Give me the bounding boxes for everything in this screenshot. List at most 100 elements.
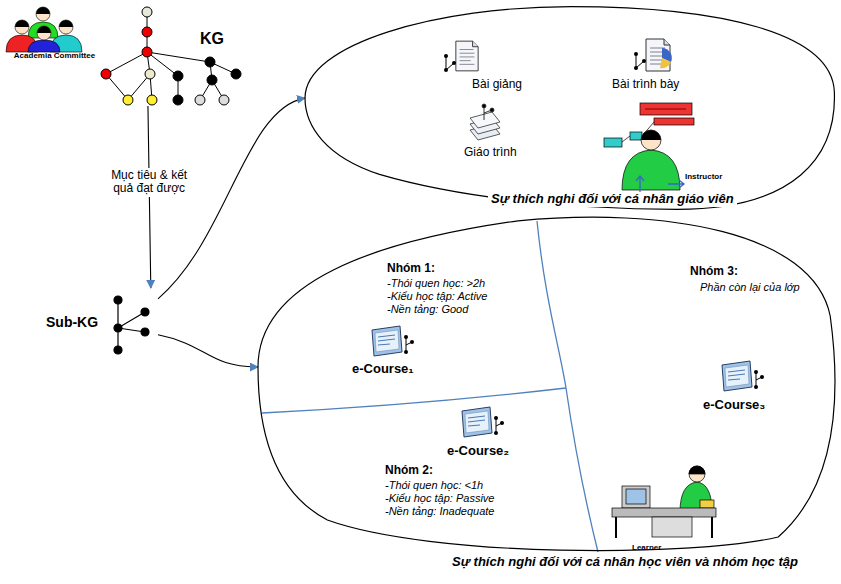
kg-tree — [145, 69, 155, 79]
committee-icon — [36, 7, 50, 21]
kg-tree — [106, 12, 236, 100]
textbook-icon — [470, 112, 500, 128]
learner-group: Nhóm 2:-Thói quen học: <1h-Kiểu học tập:… — [268, 398, 563, 548]
presentation-icon — [634, 66, 638, 70]
sub-knowledge-graph: Sub-KG — [40, 288, 158, 360]
lecture-icon — [452, 61, 456, 65]
instructor-figure — [640, 103, 692, 115]
committee-icon — [59, 20, 73, 27]
committee-icon — [15, 20, 29, 34]
committee-icon — [36, 7, 50, 14]
instructor-figure — [604, 103, 694, 196]
textbook-item: Giáo trình — [460, 108, 532, 162]
learner-group: Nhóm 3: Phần còn lại của lớp e-Course₃ — [575, 226, 830, 516]
region-outline — [258, 217, 835, 550]
textbook-icon — [482, 104, 486, 108]
node-text: Phần còn lại của lớp — [700, 281, 800, 294]
learner-figure — [652, 517, 692, 537]
committee-icon — [28, 40, 60, 52]
learner-figure — [612, 466, 716, 538]
instructor-figure — [654, 118, 694, 125]
presentation-icon — [634, 39, 672, 71]
e-course-icon — [372, 326, 414, 356]
region-outline — [258, 214, 836, 554]
node-text: -Thói quen học: >2h — [387, 277, 485, 290]
e-course-icon — [372, 326, 764, 437]
group-divider — [262, 221, 598, 552]
instructor-item: Instructor — [600, 100, 725, 188]
committee-label: Academia Committee — [2, 50, 109, 64]
kg-tree — [142, 27, 152, 37]
lecture-icon — [444, 68, 448, 72]
learner-figure — [626, 489, 646, 504]
node-text: Nhóm 2: — [385, 464, 433, 478]
group-divider — [262, 388, 566, 413]
instructor-figure — [630, 132, 642, 140]
learner-figure — [689, 466, 705, 474]
kg-tree — [142, 7, 152, 17]
group-divider — [537, 221, 566, 388]
e-course-icon — [722, 361, 764, 391]
presentation-item: Bài trình bày — [608, 36, 692, 93]
learner-group: Nhóm 1:-Thói quen học: >2h-Kiểu học tập:… — [268, 224, 533, 404]
lecture-icon — [444, 41, 478, 72]
node-text: Academia Committee — [2, 51, 107, 60]
edge-label: Mục tiêu & kết quả đạt được — [101, 168, 197, 198]
committee-icon — [59, 20, 73, 34]
instructor-region: Sự thích nghi đối với cá nhân giáo viênB… — [305, 0, 837, 218]
kg-tree — [231, 69, 241, 79]
learner-region: Sự thích nghi đối với cá nhân học viên v… — [258, 214, 836, 554]
e-course: e-Course₁ — [350, 322, 440, 384]
node-text: Sub-KG — [46, 314, 98, 330]
kg-tree — [219, 95, 229, 105]
instructor-figure — [604, 138, 622, 147]
node-text: Sự thích nghi đối với cá nhân học viên v… — [450, 555, 800, 569]
kg-tree — [195, 95, 205, 105]
node-text: e-Course₃ — [703, 398, 765, 413]
instructor-figure — [641, 130, 661, 150]
node-text: Bài trình bày — [612, 78, 679, 92]
textbook-icon — [470, 104, 500, 140]
kg-tree — [173, 95, 183, 105]
connector-arrow — [158, 98, 305, 299]
committee-icon — [6, 7, 82, 52]
textbook-icon — [490, 108, 494, 112]
presentation-icon — [660, 58, 671, 68]
kg-tree — [205, 57, 215, 67]
learner-figure — [616, 517, 712, 538]
lecture-icon — [444, 54, 448, 58]
node-text: Nhóm 1: — [387, 262, 435, 276]
sub-kg-icon — [141, 308, 149, 316]
node-text: -Nền tảng: Inadequate — [385, 505, 494, 518]
presentation-icon — [642, 59, 646, 63]
connector-arrow — [148, 106, 151, 288]
e-course: e-Course₂ — [445, 404, 525, 462]
sub-kg-icon — [141, 328, 149, 336]
node-text: -Nền tảng: Good — [387, 303, 468, 316]
node-text: Nhóm 3: — [690, 265, 738, 279]
kg-tree — [173, 71, 183, 81]
region-outline — [305, 0, 837, 218]
lecture-item: Bài giảng — [448, 40, 528, 94]
connector-arrow — [158, 335, 258, 367]
node-text: KG — [200, 30, 224, 48]
committee-icon — [37, 26, 51, 33]
sub-kg-icon — [118, 300, 145, 350]
sub-kg-icon — [114, 346, 122, 354]
knowledge-graph: KG — [98, 4, 248, 106]
kg-tree — [142, 47, 152, 57]
e-course-icon — [462, 407, 504, 437]
kg-tree — [147, 95, 157, 105]
node-text: e-Course₂ — [447, 444, 509, 459]
node-text: Giáo trình — [464, 146, 517, 160]
sub-kg-icon — [114, 296, 122, 304]
committee-icon — [37, 26, 51, 40]
region-outline — [305, 7, 834, 210]
kg-tree — [207, 75, 217, 85]
sub-kg-icon — [114, 296, 149, 354]
instructor-figure — [645, 109, 686, 110]
instructor-figure — [641, 130, 661, 140]
learner-figure — [700, 500, 714, 508]
learner-figure — [622, 486, 650, 508]
